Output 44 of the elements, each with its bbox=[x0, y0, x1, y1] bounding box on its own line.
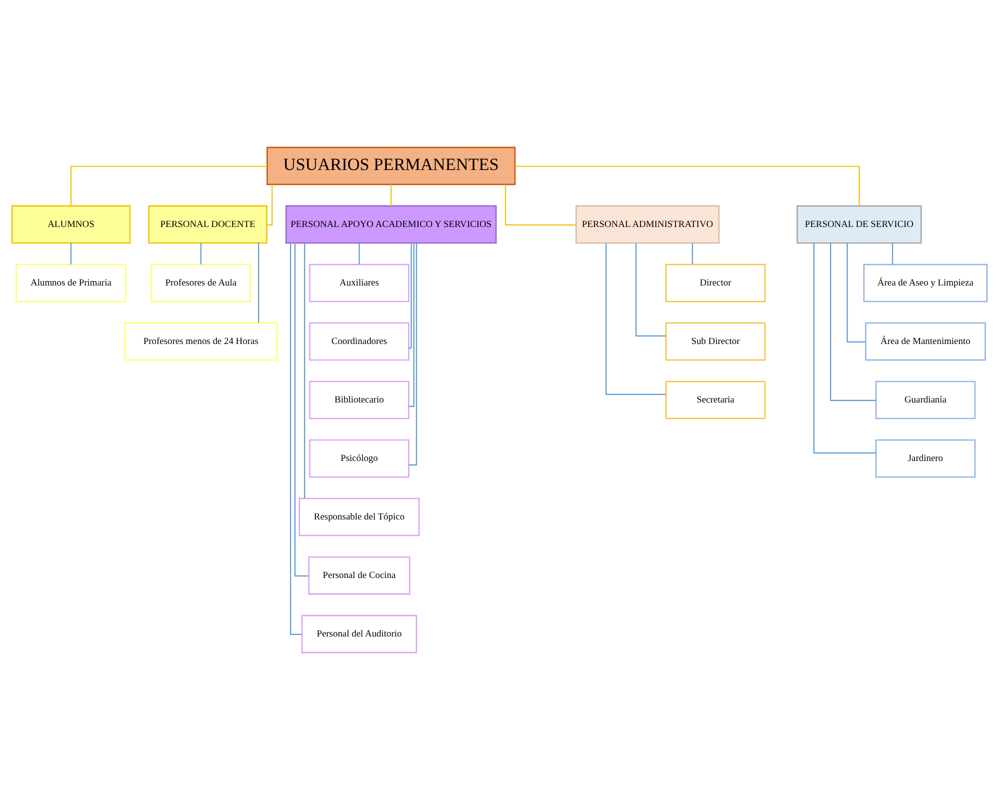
node-box: PERSONAL APOYO ACADEMICO Y SERVICIOS bbox=[285, 204, 497, 244]
connector bbox=[408, 242, 412, 348]
connector bbox=[358, 242, 360, 264]
connector bbox=[408, 242, 414, 407]
node-box: Director bbox=[665, 263, 766, 302]
connector bbox=[294, 242, 309, 576]
connector bbox=[304, 242, 306, 498]
node-box: Personal de Cocina bbox=[308, 556, 410, 594]
connector bbox=[200, 242, 202, 264]
connector bbox=[813, 242, 876, 453]
node-box: Profesores menos de 24 Horas bbox=[124, 322, 278, 360]
node-box: PERSONAL ADMINISTRATIVO bbox=[575, 204, 720, 244]
node-box: Área de Aseo y Limpieza bbox=[863, 263, 988, 302]
node-box: Auxiliares bbox=[309, 263, 410, 302]
connector bbox=[892, 242, 894, 264]
connector bbox=[70, 165, 268, 206]
connector bbox=[390, 184, 392, 206]
node-box: ALUMNOS bbox=[11, 204, 131, 244]
node-box: PERSONAL DE SERVICIO bbox=[796, 204, 922, 244]
connector bbox=[692, 242, 694, 264]
node-box: USUARIOS PERMANENTES bbox=[266, 146, 516, 185]
connector bbox=[504, 184, 576, 225]
connector bbox=[606, 242, 666, 394]
node-box: Profesores de Aula bbox=[150, 263, 252, 302]
connector bbox=[70, 242, 72, 264]
node-box: Alumnos de Primaria bbox=[16, 263, 126, 302]
node-box: Secretaria bbox=[665, 380, 766, 419]
connector bbox=[258, 242, 260, 322]
node-box: Guardianía bbox=[875, 380, 976, 419]
connector bbox=[266, 184, 273, 225]
connector bbox=[846, 242, 866, 342]
node-box: Área de Mantenimiento bbox=[865, 322, 986, 360]
node-box: Personal del Auditorio bbox=[301, 614, 418, 653]
node-box: Sub Director bbox=[665, 322, 766, 360]
connector bbox=[635, 242, 666, 336]
node-box: Psicólogo bbox=[309, 438, 410, 478]
node-box: Coordinadores bbox=[309, 322, 410, 360]
node-box: Responsable del Tópico bbox=[298, 497, 420, 536]
node-box: Bibliotecario bbox=[309, 380, 410, 419]
node-box: Jardinero bbox=[875, 438, 976, 478]
connector bbox=[830, 242, 876, 400]
node-box: PERSONAL DOCENTE bbox=[148, 204, 268, 244]
connector bbox=[408, 242, 418, 466]
connector bbox=[515, 165, 860, 206]
